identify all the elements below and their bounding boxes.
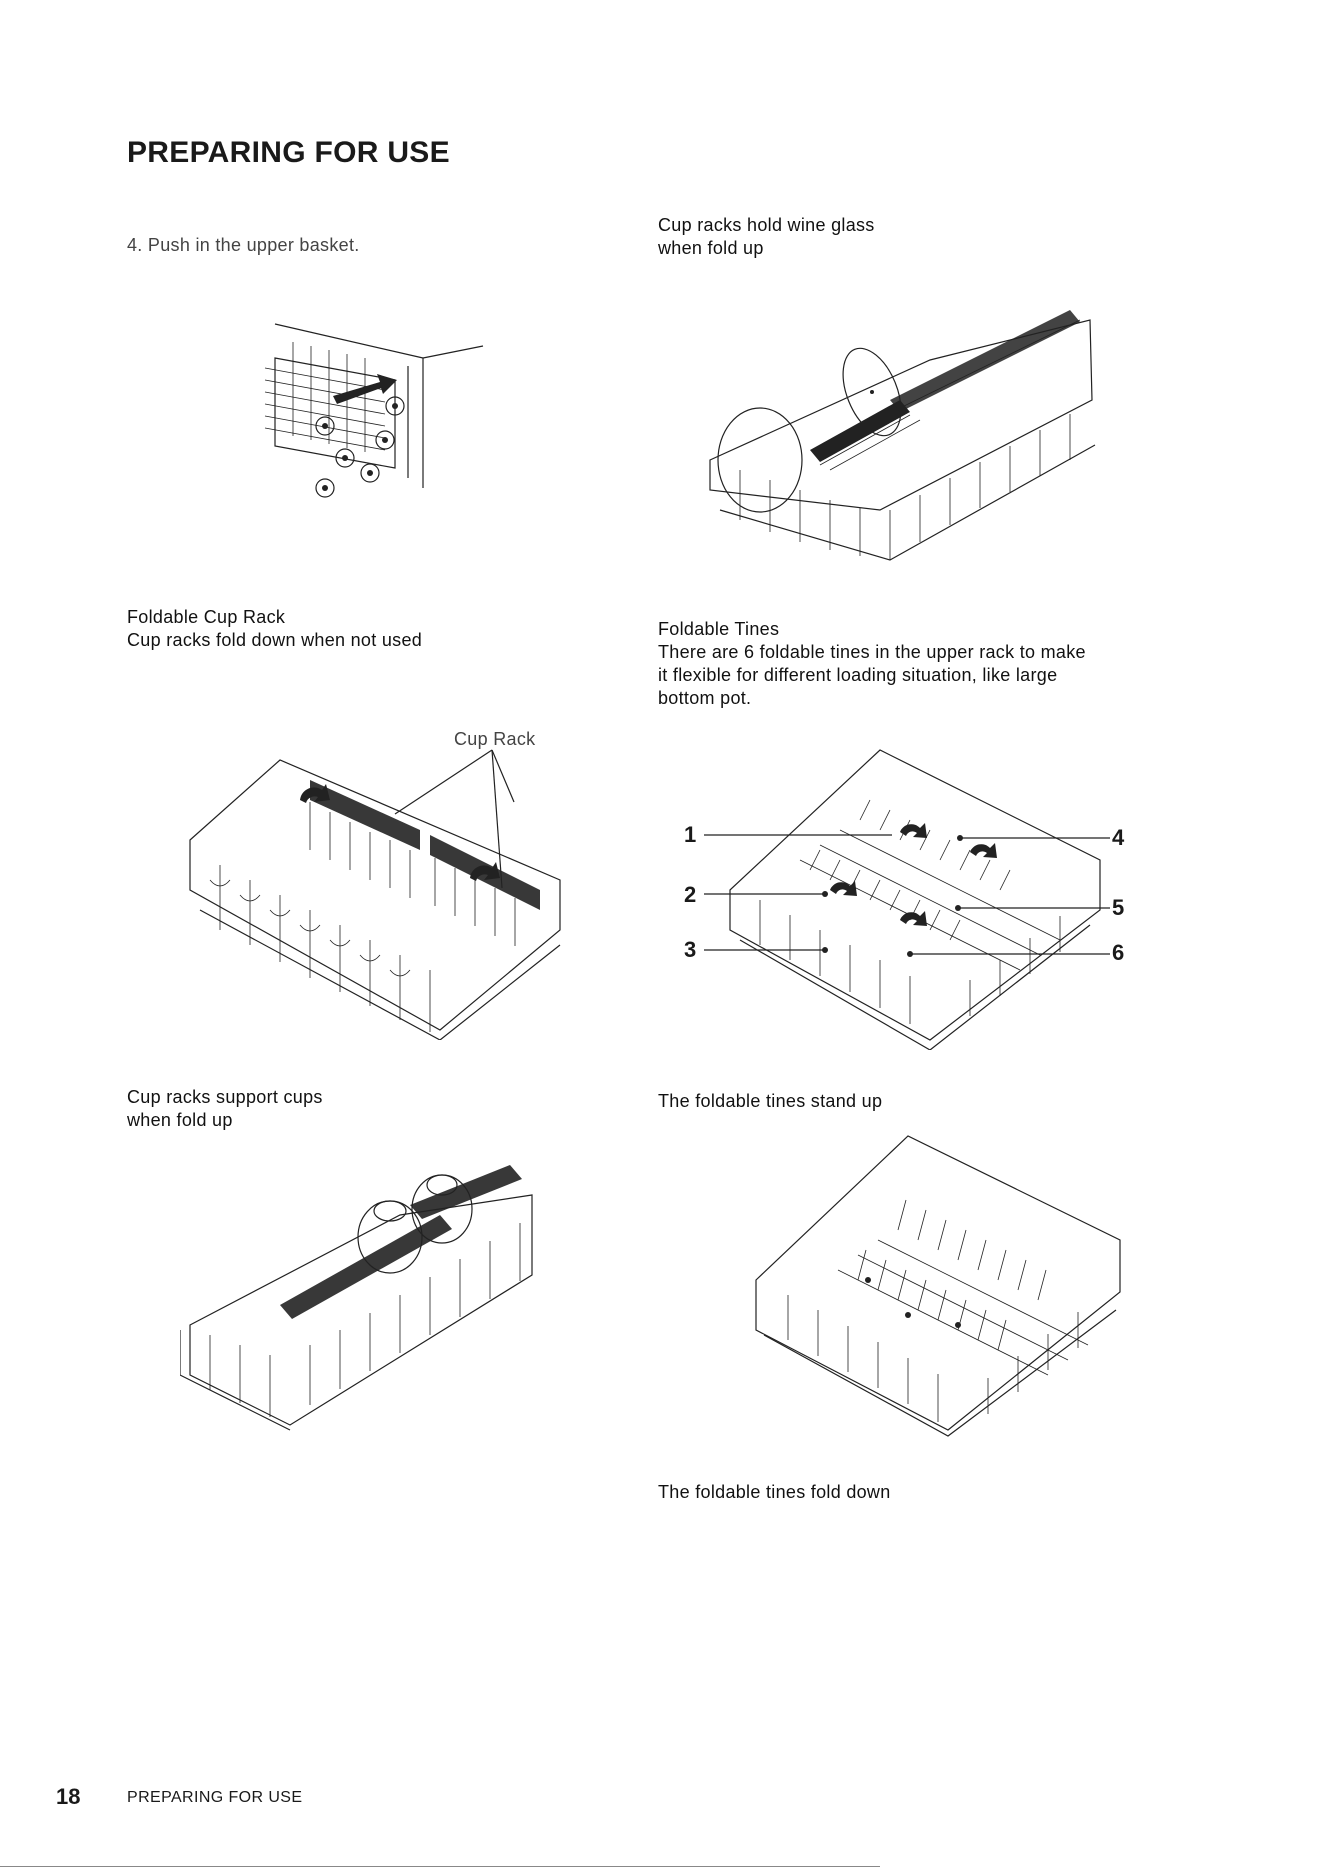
bottom-rule [0,1866,880,1867]
foldable-tines-caption: Foldable Tines There are 6 foldable tine… [658,619,1086,708]
page-number: 18 [56,1784,81,1809]
tine-label-6: 6 [1112,940,1125,965]
foldable-tines-illustration [704,749,1110,1050]
step-instruction: 4. Push in the upper basket. [127,235,360,255]
cup-rack-callout: Cup Rack [454,729,536,749]
tines-stand-up-caption: The foldable tines stand up [658,1091,883,1111]
tine-label-4: 4 [1112,825,1125,850]
tine-label-3: 3 [684,937,697,962]
tines-stand-up-illustration [755,1135,1121,1437]
tine-label-1: 1 [684,822,697,847]
footer-section-title: PREPARING FOR USE [127,1789,303,1806]
foldable-cup-rack-caption: Foldable Cup Rack Cup racks fold down wh… [127,607,423,650]
tines-fold-down-caption: The foldable tines fold down [658,1482,891,1502]
page-title: PREPARING FOR USE [127,136,450,169]
wine-glass-caption: Cup racks hold wine glass when fold up [658,215,875,258]
tine-label-2: 2 [684,882,697,907]
support-cups-caption: Cup racks support cups when fold up [127,1087,323,1130]
wine-glass-rack-illustration [709,310,1096,561]
tine-label-5: 5 [1112,895,1125,920]
push-basket-illustration [264,323,484,498]
cup-rack-folded-illustration [189,749,561,1040]
support-cups-illustration [180,1165,533,1431]
